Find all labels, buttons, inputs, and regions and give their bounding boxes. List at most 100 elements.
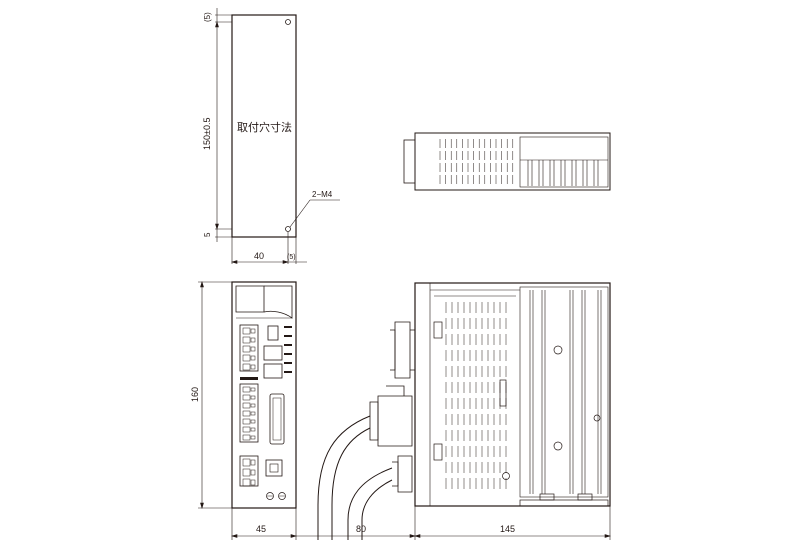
panel-marking bbox=[284, 335, 292, 337]
mounting-plate-outline bbox=[231, 14, 297, 238]
detail-rect bbox=[250, 435, 256, 440]
panel-marking bbox=[284, 362, 292, 364]
detail-rect bbox=[250, 459, 256, 466]
top-view bbox=[403, 132, 611, 191]
detail-rect bbox=[250, 419, 256, 424]
screw-leader bbox=[289, 199, 340, 228]
detail-rect bbox=[242, 418, 251, 425]
detail-rect bbox=[250, 479, 256, 486]
detail-rect bbox=[242, 458, 251, 467]
dim-overall-depth: 145 bbox=[500, 524, 515, 534]
front-port-small bbox=[267, 325, 279, 341]
side-depth-dimensions bbox=[296, 506, 612, 540]
side-fins bbox=[529, 290, 602, 494]
mounting-hole-label: 取付穴寸法 bbox=[237, 120, 292, 134]
detail-rect bbox=[250, 387, 256, 392]
front-terminal-upper bbox=[239, 324, 259, 372]
detail-rect bbox=[250, 346, 256, 352]
side-label-upper bbox=[433, 321, 443, 339]
detail-rect bbox=[250, 427, 256, 432]
front-terminal-lower bbox=[239, 455, 259, 487]
detail-rect bbox=[242, 336, 251, 344]
top-heatsink-area bbox=[519, 136, 609, 188]
side-screw-2 bbox=[553, 441, 563, 451]
front-terminal-middle bbox=[239, 383, 259, 443]
detail-rect bbox=[242, 402, 251, 409]
panel-marking bbox=[284, 326, 292, 328]
detail-rect bbox=[242, 363, 251, 371]
panel-marking bbox=[284, 344, 292, 346]
side-connector-middle bbox=[369, 385, 413, 447]
top-vent-grid bbox=[439, 139, 514, 184]
detail-rect bbox=[250, 337, 256, 343]
top-body-outline bbox=[414, 132, 611, 191]
mounting-hole-top bbox=[285, 19, 291, 25]
side-top-bevel bbox=[430, 289, 520, 297]
panel-marking bbox=[284, 371, 292, 373]
side-screw-3 bbox=[593, 414, 601, 422]
detail-rect bbox=[242, 345, 251, 353]
detail-rect bbox=[250, 469, 256, 476]
dim-mount-width: 40 bbox=[254, 251, 264, 261]
vertical-dimension bbox=[215, 8, 232, 242]
dim-overall-height: 160 bbox=[190, 387, 200, 402]
detail-rect bbox=[242, 478, 251, 487]
front-view: 160 45 bbox=[190, 280, 298, 540]
front-port-2 bbox=[263, 363, 283, 379]
side-view: 80 145 bbox=[296, 282, 612, 540]
detail-rect bbox=[242, 327, 251, 335]
dim-right-margin: (5) bbox=[287, 254, 296, 261]
front-ground-screw-2 bbox=[278, 492, 286, 500]
front-tiny-labels bbox=[240, 326, 292, 380]
detail-rect bbox=[242, 468, 251, 477]
detail-rect bbox=[250, 411, 256, 416]
horizontal-dimension bbox=[230, 232, 307, 264]
detail-rect bbox=[242, 394, 251, 401]
detail-rect bbox=[250, 328, 256, 334]
detail-rect bbox=[242, 410, 251, 417]
dim-overall-width: 45 bbox=[256, 524, 266, 534]
detail-rect bbox=[250, 355, 256, 361]
detail-rect bbox=[250, 403, 256, 408]
front-top-cover bbox=[235, 285, 265, 313]
front-terminal-middle-slots bbox=[242, 386, 256, 441]
front-ground-screw-1 bbox=[266, 492, 274, 500]
screw-callout: 2−M4 bbox=[312, 190, 333, 199]
front-terminal-lower-slots bbox=[242, 458, 256, 487]
top-connector-block bbox=[403, 139, 416, 184]
side-screw-4 bbox=[502, 472, 510, 480]
side-bottom-feet bbox=[519, 493, 609, 507]
mounting-hole-view: 取付穴寸法 (5) 150±0.5 5 40 (5) bbox=[202, 8, 340, 264]
detail-rect bbox=[242, 354, 251, 362]
front-dsub-connector bbox=[269, 393, 285, 445]
detail-rect bbox=[242, 434, 251, 441]
front-width-dimension bbox=[230, 508, 298, 540]
dim-hole-pitch: 150±0.5 bbox=[202, 118, 212, 150]
top-fins bbox=[520, 159, 608, 186]
dim-cable-depth: 80 bbox=[356, 524, 366, 534]
side-screw-1 bbox=[553, 345, 563, 355]
dim-top-margin: (5) bbox=[203, 12, 212, 22]
mounting-hole-bottom bbox=[285, 226, 291, 232]
front-body-outline bbox=[231, 281, 297, 509]
front-height-dimension bbox=[198, 280, 232, 510]
front-switch bbox=[265, 459, 283, 477]
detail-rect bbox=[250, 364, 256, 370]
detail-rect bbox=[242, 426, 251, 433]
side-connector-upper bbox=[390, 321, 415, 379]
panel-marking bbox=[240, 377, 258, 380]
dim-bottom-margin: 5 bbox=[203, 232, 212, 237]
detail-rect bbox=[250, 395, 256, 400]
front-port-1 bbox=[263, 345, 283, 361]
side-vent-grid bbox=[445, 302, 507, 489]
side-connector-lower bbox=[392, 455, 413, 493]
front-top-flap bbox=[263, 285, 293, 319]
front-terminal-upper-slots bbox=[242, 327, 256, 371]
side-body-outline bbox=[414, 282, 611, 507]
side-cables bbox=[317, 415, 393, 540]
detail-rect bbox=[242, 386, 251, 393]
side-label-lower bbox=[433, 443, 443, 461]
side-heatsink-area bbox=[519, 286, 609, 498]
side-connector-rib bbox=[499, 379, 507, 407]
